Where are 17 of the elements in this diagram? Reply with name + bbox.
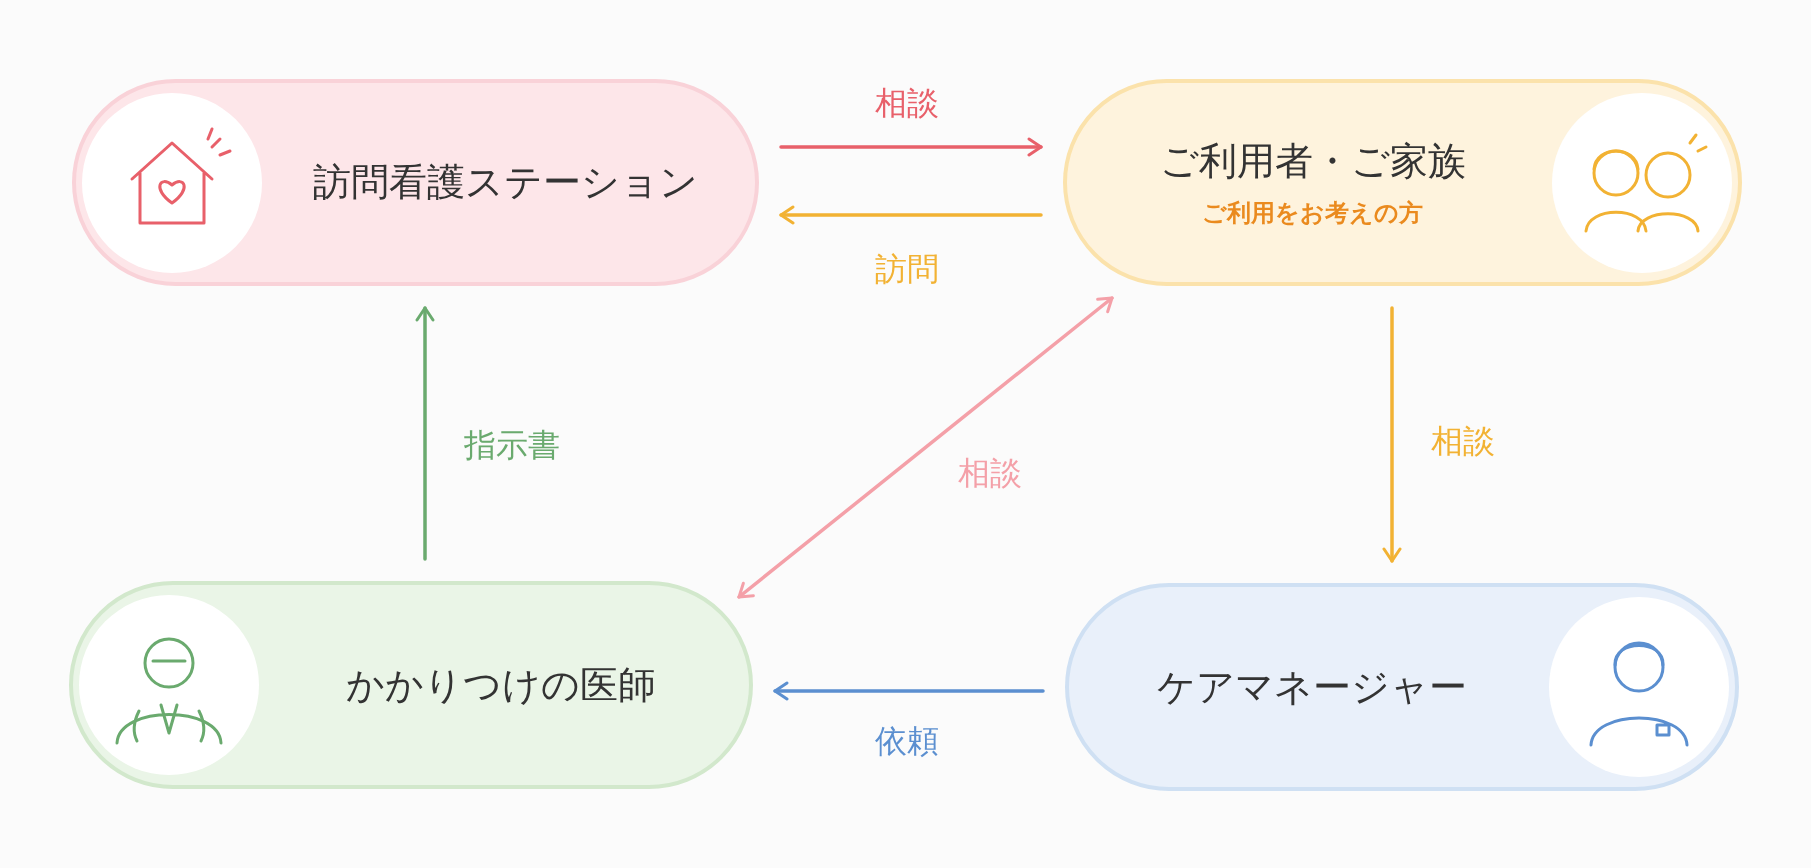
arrow	[773, 681, 1045, 701]
node-title: ケアマネージャー	[1157, 663, 1467, 711]
node-title: かかりつけの医師	[346, 661, 656, 709]
edge-label: 相談	[958, 453, 1022, 494]
edge-label: 相談	[1431, 421, 1495, 462]
edge-label: 相談	[875, 83, 939, 124]
arrow	[779, 205, 1043, 225]
arrow	[415, 306, 435, 561]
edge-label: 訪問	[875, 249, 939, 290]
node-title: ご利用者・ご家族	[1159, 138, 1466, 185]
node-title: 訪問看護ステーション	[313, 159, 698, 206]
arrow	[737, 296, 1114, 599]
node-subtitle: ご利用をお考えの方	[1202, 198, 1423, 229]
edge-label: 依頼	[875, 721, 939, 762]
arrow	[779, 137, 1043, 157]
edge-label: 指示書	[464, 425, 560, 466]
arrow	[1382, 306, 1402, 563]
